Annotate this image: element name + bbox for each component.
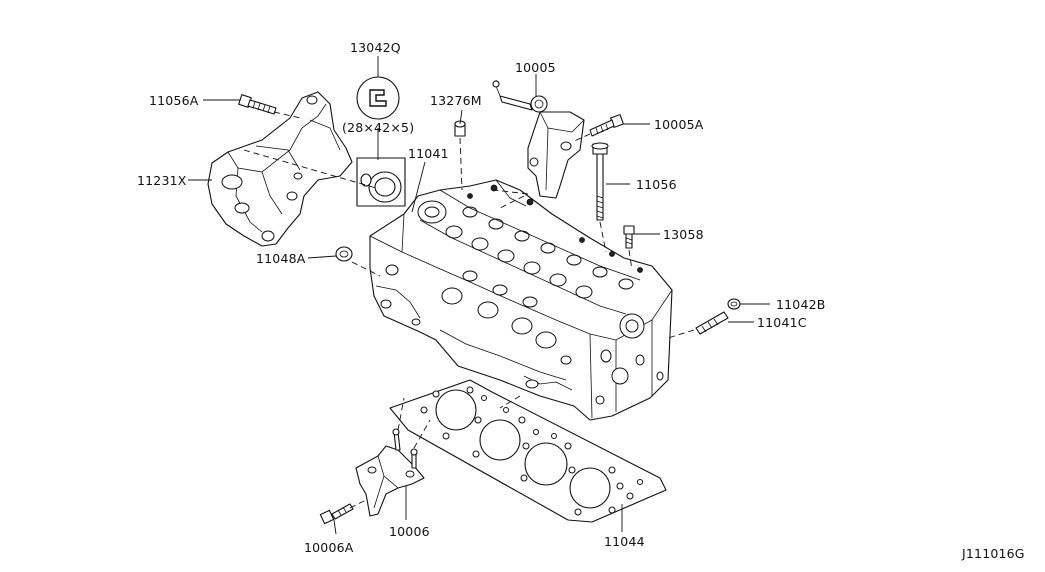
- bracket-10006[interactable]: [355, 428, 425, 517]
- diagram-code: J111016G: [961, 546, 1025, 561]
- label-10006[interactable]: 10006: [389, 524, 430, 539]
- label-11056[interactable]: 11056: [636, 177, 677, 192]
- gasket-holes: [420, 386, 643, 516]
- part-labels: 11056A 13042Q (28×42×5) 13276M 10005 100…: [137, 40, 1025, 561]
- stud-11041c[interactable]: [695, 311, 729, 335]
- label-13042q[interactable]: 13042Q: [350, 40, 401, 55]
- label-13276m[interactable]: 13276M: [430, 93, 482, 108]
- plug-11048a[interactable]: [335, 246, 353, 262]
- oil-seal-symbol-13042q: [356, 76, 400, 120]
- cam-bearing-caps: [445, 206, 634, 299]
- oil-seal-13042q-box[interactable]: [356, 157, 406, 207]
- label-10006a[interactable]: 10006A: [304, 540, 354, 555]
- label-10005[interactable]: 10005: [515, 60, 556, 75]
- bolt-11056a[interactable]: [238, 94, 277, 115]
- leader-lines: [188, 56, 770, 535]
- bracket-10005[interactable]: [492, 79, 585, 199]
- bolt-11056[interactable]: [591, 142, 609, 221]
- label-seal-size: (28×42×5): [342, 120, 414, 135]
- cylinder-head-11041[interactable]: [369, 179, 673, 421]
- label-11048a[interactable]: 11048A: [256, 251, 306, 266]
- head-gasket-11044[interactable]: [389, 379, 667, 523]
- assembly-dashed-lines: [243, 111, 695, 509]
- label-11041[interactable]: 11041: [408, 146, 449, 161]
- bolt-13058[interactable]: [623, 225, 635, 249]
- label-11041c[interactable]: 11041C: [757, 315, 807, 330]
- bracket-11231x[interactable]: [207, 91, 353, 247]
- bolt-10006a[interactable]: [319, 503, 354, 525]
- label-11056a[interactable]: 11056A: [149, 93, 199, 108]
- label-11042b[interactable]: 11042B: [776, 297, 826, 312]
- label-11231x[interactable]: 11231X: [137, 173, 187, 188]
- bolt-10005a[interactable]: [589, 114, 624, 137]
- label-13058[interactable]: 13058: [663, 227, 704, 242]
- nut-11042b[interactable]: [727, 298, 741, 310]
- label-10005a[interactable]: 10005A: [654, 117, 704, 132]
- label-11044[interactable]: 11044: [604, 534, 645, 549]
